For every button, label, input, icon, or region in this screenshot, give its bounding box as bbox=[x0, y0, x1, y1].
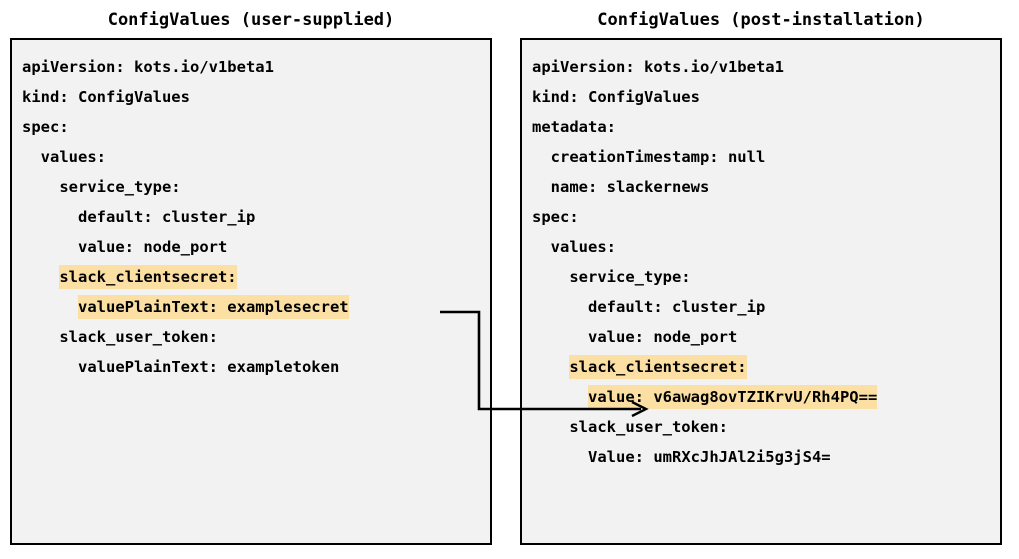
right-code-line: name: slackernews bbox=[532, 172, 1000, 202]
right-code-block: apiVersion: kots.io/v1beta1 kind: ConfigV… bbox=[532, 52, 1000, 472]
right-panel-title: ConfigValues (post-installation) bbox=[597, 10, 925, 30]
left-code-line: kind: ConfigValues bbox=[22, 82, 490, 112]
left-panel-title: ConfigValues (user-supplied) bbox=[107, 10, 395, 30]
left-code-line: spec: bbox=[22, 112, 490, 142]
right-code-line: spec: bbox=[532, 202, 1000, 232]
code-text: apiVersion: kots.io/v1beta1 bbox=[532, 58, 784, 76]
left-code-line: slack_user_token: bbox=[22, 322, 490, 352]
code-text: kind: ConfigValues bbox=[532, 88, 700, 106]
right-config-panel: apiVersion: kots.io/v1beta1 kind: ConfigV… bbox=[520, 38, 1002, 545]
code-text: slack_clientsecret: bbox=[569, 355, 747, 379]
code-indent bbox=[22, 238, 78, 256]
left-code-line: service_type: bbox=[22, 172, 490, 202]
code-text: slack_user_token: bbox=[569, 418, 728, 436]
code-indent bbox=[532, 298, 588, 316]
code-text: value: v6awag8ovTZIKrvU/Rh4PQ== bbox=[588, 385, 878, 409]
code-text: service_type: bbox=[569, 268, 691, 286]
code-text: kind: ConfigValues bbox=[22, 88, 190, 106]
code-indent bbox=[532, 448, 588, 466]
right-code-line: slack_user_token: bbox=[532, 412, 1000, 442]
code-text: value: node_port bbox=[78, 238, 228, 256]
code-text: service_type: bbox=[59, 178, 181, 196]
code-indent bbox=[532, 238, 551, 256]
right-code-line: default: cluster_ip bbox=[532, 292, 1000, 322]
right-code-line: value: node_port bbox=[532, 322, 1000, 352]
code-text: metadata: bbox=[532, 118, 616, 136]
code-indent bbox=[532, 148, 551, 166]
code-text: slack_clientsecret: bbox=[59, 265, 237, 289]
code-indent bbox=[532, 328, 588, 346]
right-code-line: service_type: bbox=[532, 262, 1000, 292]
code-text: value: node_port bbox=[588, 328, 738, 346]
left-config-panel: apiVersion: kots.io/v1beta1 kind: ConfigV… bbox=[10, 38, 492, 545]
right-code-line: value: v6awag8ovTZIKrvU/Rh4PQ== bbox=[532, 382, 1000, 412]
code-text: values: bbox=[550, 238, 616, 256]
code-indent bbox=[22, 208, 78, 226]
code-indent bbox=[532, 358, 569, 376]
code-text: apiVersion: kots.io/v1beta1 bbox=[22, 58, 274, 76]
right-code-line: metadata: bbox=[532, 112, 1000, 142]
code-text: name: slackernews bbox=[550, 178, 710, 196]
code-indent bbox=[532, 418, 569, 436]
code-indent bbox=[22, 328, 59, 346]
left-code-line: valuePlainText: exampletoken bbox=[22, 352, 490, 382]
right-code-line: kind: ConfigValues bbox=[532, 82, 1000, 112]
code-text: spec: bbox=[22, 118, 69, 136]
right-code-line: Value: umRXcJhJAl2i5g3jS4= bbox=[532, 442, 1000, 472]
code-text: valuePlainText: exampletoken bbox=[78, 358, 340, 376]
left-code-block: apiVersion: kots.io/v1beta1 kind: ConfigV… bbox=[22, 52, 490, 382]
right-code-line: slack_clientsecret: bbox=[532, 352, 1000, 382]
left-code-line: slack_clientsecret: bbox=[22, 262, 490, 292]
code-indent bbox=[22, 298, 78, 316]
code-text: creationTimestamp: null bbox=[550, 148, 766, 166]
left-code-line: valuePlainText: examplesecret bbox=[22, 292, 490, 322]
right-code-line: creationTimestamp: null bbox=[532, 142, 1000, 172]
code-indent bbox=[532, 388, 588, 406]
code-indent bbox=[22, 268, 59, 286]
right-code-line: values: bbox=[532, 232, 1000, 262]
left-code-line: values: bbox=[22, 142, 490, 172]
code-text: spec: bbox=[532, 208, 579, 226]
code-indent bbox=[532, 268, 569, 286]
code-text: values: bbox=[40, 148, 106, 166]
code-indent bbox=[532, 178, 551, 196]
code-text: Value: umRXcJhJAl2i5g3jS4= bbox=[588, 448, 831, 466]
left-code-line: value: node_port bbox=[22, 232, 490, 262]
left-code-line: apiVersion: kots.io/v1beta1 bbox=[22, 52, 490, 82]
code-text: valuePlainText: examplesecret bbox=[78, 295, 349, 319]
code-indent bbox=[22, 358, 78, 376]
code-text: default: cluster_ip bbox=[78, 208, 256, 226]
code-text: default: cluster_ip bbox=[588, 298, 766, 316]
code-indent bbox=[22, 178, 59, 196]
code-indent bbox=[22, 148, 41, 166]
code-text: slack_user_token: bbox=[59, 328, 218, 346]
right-code-line: apiVersion: kots.io/v1beta1 bbox=[532, 52, 1000, 82]
left-code-line: default: cluster_ip bbox=[22, 202, 490, 232]
